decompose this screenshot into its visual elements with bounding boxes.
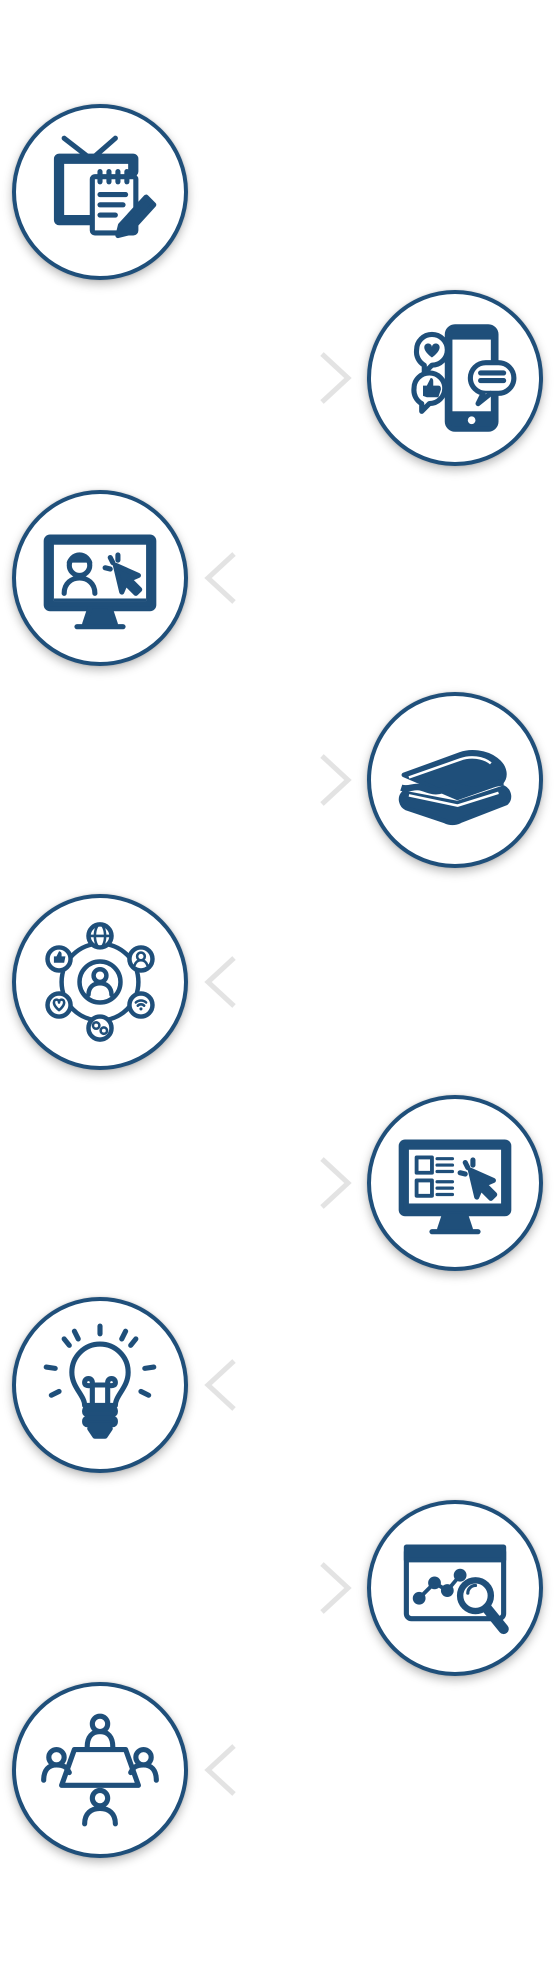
browser-analytics-search-icon	[403, 1544, 509, 1635]
chevron-left-icon	[204, 1357, 238, 1413]
chevron-right-icon	[318, 350, 352, 406]
chevron-right-icon	[318, 1155, 352, 1211]
tv-notepad-icon	[53, 135, 157, 239]
sandwich-icon	[398, 750, 512, 826]
chevron-right-icon	[318, 1560, 352, 1616]
light-bulb-idea-icon	[43, 1323, 157, 1439]
chevron-right-icon	[318, 752, 352, 808]
chevron-left-icon	[204, 1742, 238, 1798]
monitor-web-layout-cursor-icon	[398, 1139, 512, 1235]
timeline-item-9	[12, 1682, 188, 1858]
timeline-item-5	[12, 894, 188, 1070]
timeline-item-8	[367, 1500, 543, 1676]
timeline-item-2	[367, 290, 543, 466]
chevron-left-icon	[204, 954, 238, 1010]
smartphone-social-chat-icon	[411, 324, 517, 432]
monitor-video-call-cursor-icon	[43, 534, 157, 630]
timeline-item-3	[12, 490, 188, 666]
social-network-hub-icon	[45, 922, 155, 1042]
timeline-item-1	[12, 104, 188, 280]
chevron-left-icon	[204, 550, 238, 606]
timeline-item-6	[367, 1095, 543, 1271]
timeline-item-4	[367, 692, 543, 868]
timeline-item-7	[12, 1297, 188, 1473]
meeting-table-people-icon	[41, 1713, 159, 1827]
